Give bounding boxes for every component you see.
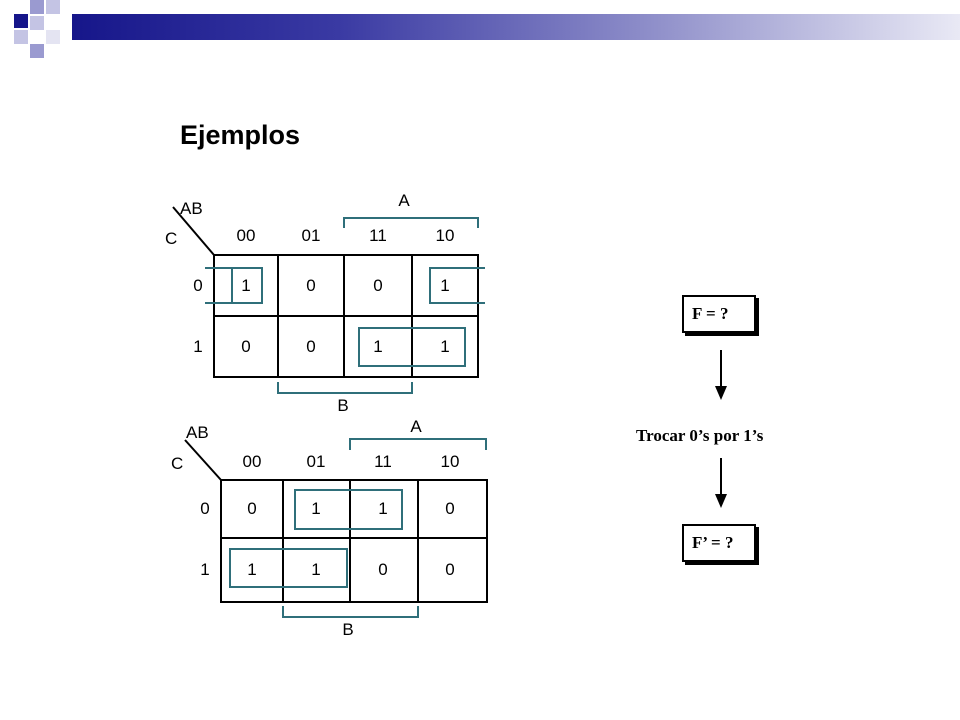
col-header: 00 <box>237 226 256 245</box>
group-loop <box>358 327 466 367</box>
cell-value: 1 <box>440 276 449 295</box>
flow-step-text: Trocar 0’s por 1’s <box>636 426 764 445</box>
col-header: 10 <box>441 452 460 471</box>
label-b: B <box>337 396 348 415</box>
col-header: 01 <box>307 452 326 471</box>
corner-label-ab: AB <box>180 199 203 218</box>
corner-label-c: C <box>165 229 177 248</box>
cell-value: 0 <box>445 560 454 579</box>
flow-box-f: F = ? <box>682 295 756 333</box>
label-a: A <box>398 191 410 210</box>
flow-box-f-prime: F’ = ? <box>682 524 756 562</box>
cell-value: 1 <box>311 499 320 518</box>
cell-value: 0 <box>247 499 256 518</box>
kmap-2: AB C A B 00 01 11 10 0 1 0 1 1 0 1 1 0 0 <box>171 417 488 639</box>
down-arrow-icon <box>715 350 727 400</box>
cell-value: 1 <box>373 337 382 356</box>
kmap-1: AB C A B 00 01 11 10 0 1 1 0 0 1 0 0 1 1 <box>165 191 485 415</box>
cell-value: 0 <box>373 276 382 295</box>
cell-value: 1 <box>311 560 320 579</box>
decor-square <box>14 30 28 44</box>
decor-square <box>46 0 60 14</box>
bracket-a <box>343 217 479 228</box>
slide-title: Ejemplos <box>180 120 301 150</box>
label-b: B <box>342 620 353 639</box>
decor-square <box>30 16 44 30</box>
cell-value: 0 <box>241 337 250 356</box>
cell-value: 0 <box>378 560 387 579</box>
col-header: 11 <box>374 452 392 471</box>
corner-label-ab: AB <box>186 423 209 442</box>
cell-value: 1 <box>247 560 256 579</box>
col-header: 01 <box>302 226 321 245</box>
bracket-a <box>349 438 487 450</box>
bracket-b <box>277 382 413 394</box>
cell-value: 1 <box>378 499 387 518</box>
cell-value: 0 <box>445 499 454 518</box>
decor-square <box>30 44 44 58</box>
row-header: 0 <box>193 276 202 295</box>
group-loop <box>229 548 348 588</box>
decor-square <box>46 30 60 44</box>
group-loop-wrap <box>429 267 485 304</box>
title-band <box>72 14 960 40</box>
grid-border <box>220 479 488 603</box>
label-a: A <box>410 417 422 436</box>
bracket-b <box>282 606 419 618</box>
corner-diagonal <box>184 439 222 481</box>
col-header: 00 <box>243 452 262 471</box>
corner-diagonal <box>172 206 215 256</box>
decor-square <box>30 0 44 14</box>
decor-square <box>14 14 28 28</box>
col-header: 11 <box>369 226 387 245</box>
cell-value: 1 <box>241 276 250 295</box>
group-loop <box>294 489 403 530</box>
row-header: 1 <box>200 560 209 579</box>
cell-value: 1 <box>440 337 449 356</box>
row-header: 0 <box>200 499 209 518</box>
corner-label-c: C <box>171 454 183 473</box>
cell-value: 0 <box>306 276 315 295</box>
cell-value: 0 <box>306 337 315 356</box>
group-loop-wrap <box>205 267 262 304</box>
row-header: 1 <box>193 337 202 356</box>
down-arrow-icon <box>715 458 727 508</box>
col-header: 10 <box>436 226 455 245</box>
slide-header-decoration <box>0 0 960 60</box>
